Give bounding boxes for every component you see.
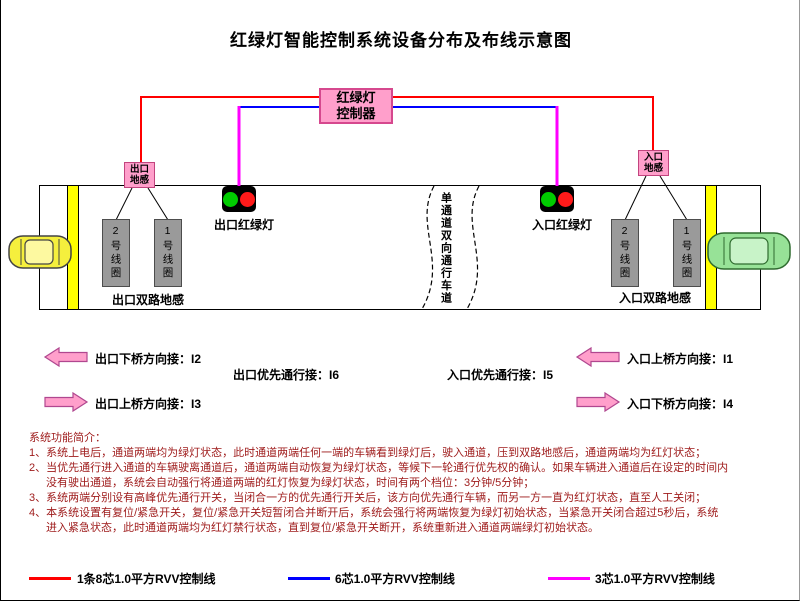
description-line-2: 2、当优先通行进入通道的车辆驶离通道后，通道两端自动恢复为绿灯状态，等候下一轮通…: [29, 462, 729, 474]
entry-traffic-light: [540, 186, 574, 212]
legend-3core-label: 3芯1.0平方RVV控制线: [595, 572, 715, 586]
diagram-title: 红绿灯智能控制系统设备分布及布线示意图: [230, 31, 572, 50]
entry-ground-sensor-box: 入口 地感: [638, 150, 669, 176]
exit-coil-2: 2号线圈: [102, 219, 130, 287]
controller-label-line1: 红绿灯: [336, 90, 376, 105]
entry-coil-1-label: 1号线圈: [680, 225, 693, 281]
legend-6core-label: 6芯1.0平方RVV控制线: [335, 572, 455, 586]
green-car-icon: [707, 232, 791, 270]
description-line-4b: 进入紧急状态，此时通道两端均为红灯禁行状态，直到复位/紧急开关断开，系统重新进入…: [46, 522, 600, 534]
exit-ground-sensor-box: 出口 地感: [124, 162, 155, 188]
entry-sensor-label-line2: 地感: [643, 163, 663, 174]
exit-up-arrow-icon: [44, 391, 89, 413]
description-heading: 系统功能简介：: [29, 432, 106, 444]
description-line-4: 4、本系统设置有复位/紧急开关，复位/紧急开关短暂闭合并断开后，系统会强行将两端…: [29, 507, 719, 519]
legend-6core-line: [288, 577, 330, 580]
entry-traffic-light-label: 入口红绿灯: [532, 218, 593, 232]
yellow-car-icon: [8, 235, 72, 269]
exit-coil-2-label: 2号线圈: [109, 225, 122, 281]
entry-down-arrow-icon: [576, 391, 621, 413]
entry-coil-2: 2号线圈: [611, 219, 639, 287]
legend-8core-line: [29, 577, 71, 580]
description-line-1: 1、系统上电后，通道两端均为绿灯状态，此时通道两端任何一端的车辆看到绿灯后，驶入…: [29, 447, 707, 459]
entry-up-arrow-icon: [575, 346, 620, 368]
description-line-3: 3、系统两端分别设有高峰优先通行开关，当闭合一方的优先通行开关后，该方向优先通行…: [29, 492, 707, 504]
exit-down-direction-label: 出口下桥方向接：I2: [95, 352, 202, 366]
exit-coil-1: 1号线圈: [154, 219, 182, 287]
exit-traffic-light: [222, 186, 256, 212]
exit-sensor-label-line2: 地感: [129, 175, 149, 186]
entry-up-direction-label: 入口上桥方向接：I1: [627, 352, 734, 366]
exit-down-arrow-icon: [43, 346, 88, 368]
entry-sensor-label-line1: 入口: [643, 152, 663, 163]
system-description: 系统功能简介： 1、系统上电后，通道两端均为绿灯状态，此时通道两端任何一端的车辆…: [29, 431, 789, 536]
exit-traffic-light-label: 出口红绿灯: [214, 218, 275, 232]
entry-coil-1: 1号线圈: [673, 219, 701, 287]
exit-sensor-label-line1: 出口: [129, 164, 149, 175]
exit-green-light-icon: [223, 191, 238, 207]
exit-up-direction-label: 出口上桥方向接：I3: [95, 397, 202, 411]
channel-label-text: 单通道双向通行车道: [439, 191, 452, 305]
entry-red-light-icon: [558, 191, 573, 207]
entry-priority-label: 入口优先通行接：I5: [447, 368, 554, 382]
legend-3core-line: [548, 577, 590, 580]
exit-priority-label: 出口优先通行接：I6: [233, 368, 340, 382]
controller-box: 红绿灯 控制器: [319, 88, 393, 124]
entry-loops-label: 入口双路地感: [619, 291, 692, 305]
exit-loops-label: 出口双路地感: [112, 293, 185, 307]
description-line-2b: 没有驶出通道，系统会自动强行将通道两端的红灯恢复为绿灯状态，时间有两个档位：3分…: [46, 477, 535, 489]
entry-coil-2-label: 2号线圈: [618, 225, 631, 281]
entry-green-light-icon: [541, 191, 556, 207]
controller-label-line2: 控制器: [336, 106, 376, 121]
entry-down-direction-label: 入口下桥方向接：I4: [627, 397, 734, 411]
channel-label: 单通道双向通行车道: [437, 189, 454, 307]
exit-red-light-icon: [240, 191, 255, 207]
exit-coil-1-label: 1号线圈: [161, 225, 174, 281]
legend-8core-label: 1条8芯1.0平方RVV控制线: [77, 572, 216, 586]
